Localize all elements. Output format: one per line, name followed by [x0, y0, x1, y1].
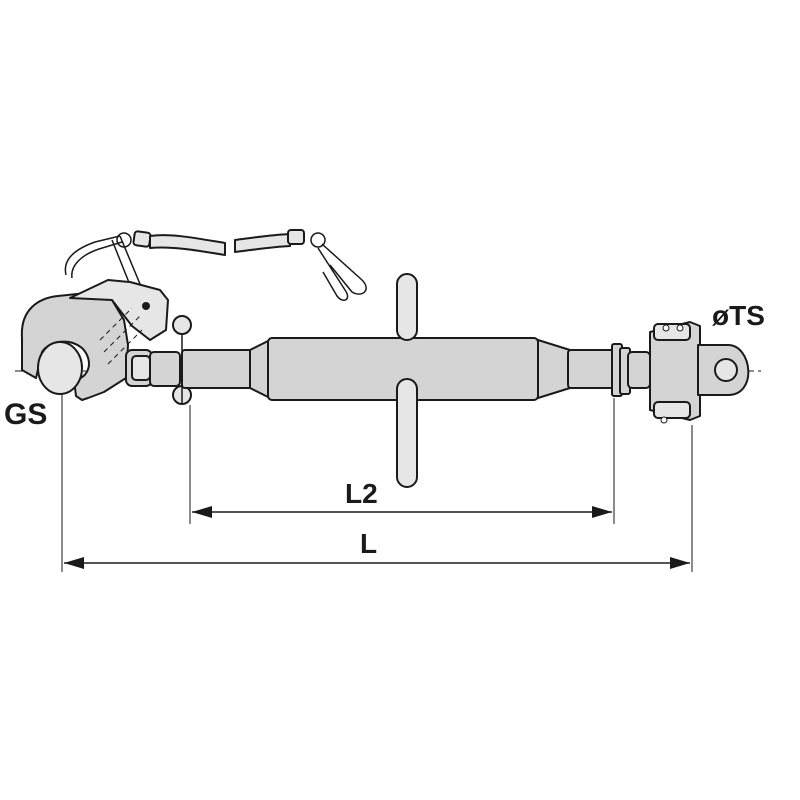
ball-bore	[37, 341, 83, 395]
label-ts: øTS	[712, 300, 765, 331]
clevis-end	[627, 321, 750, 424]
chain-ring-right	[310, 232, 326, 248]
label-l: L	[360, 528, 377, 559]
safety-chain	[64, 229, 367, 311]
locking-pin-knob	[172, 315, 192, 335]
latch-pivot	[142, 302, 150, 310]
right-spindle	[567, 349, 615, 389]
handle-top	[396, 273, 418, 341]
label-gs: GS	[4, 398, 47, 431]
right-taper	[537, 339, 571, 399]
handle-bottom	[396, 378, 418, 488]
latch-hook-end	[20, 279, 192, 405]
chain-ring-left	[116, 232, 132, 248]
label-l2: L2	[345, 478, 378, 509]
left-spindle	[181, 349, 253, 389]
pin-hole	[714, 358, 738, 382]
